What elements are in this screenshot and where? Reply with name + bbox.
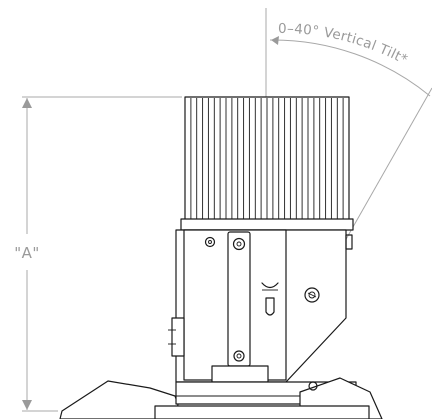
collar [211, 365, 269, 383]
heat-sink-fins [190, 98, 344, 219]
heat-sink-base-plate [180, 218, 354, 231]
screw-top-left [204, 236, 216, 248]
screw-top [232, 237, 246, 251]
dimension-a-group: "A" [14, 96, 182, 412]
tilt-slot-curve [261, 282, 279, 289]
tilt-label-path: 0–40° Vertical Tilt* [278, 21, 410, 68]
dimension-a-label: "A" [14, 244, 40, 262]
tilt-label: 0–40° Vertical Tilt* [278, 21, 410, 68]
trim-flange [59, 377, 383, 419]
tilt-knob [304, 287, 320, 303]
housing-side-tab [345, 234, 353, 250]
heat-sink [180, 96, 354, 231]
tilt-slot [265, 297, 275, 316]
tilt-arc-arrow [271, 36, 279, 45]
housing [168, 229, 353, 383]
side-clip [171, 317, 185, 357]
spring-pivot [308, 381, 318, 391]
ceiling-flange [154, 405, 370, 419]
bracket-strip [227, 231, 251, 367]
tilt-arc [269, 39, 431, 97]
screw-bottom [233, 350, 245, 362]
